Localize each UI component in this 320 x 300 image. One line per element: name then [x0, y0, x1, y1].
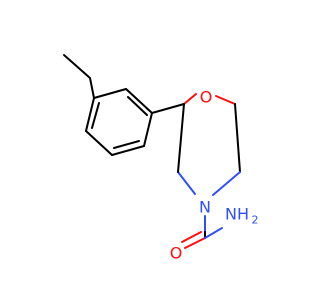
bond-c3-c2 — [177, 103, 185, 173]
atom-label-amide-h-subscript: 2 — [252, 214, 259, 227]
atom-label-amide-nitrogen: NH — [225, 205, 249, 224]
bond-c-o-double-b — [181, 231, 202, 243]
bond-ring-6 — [85, 97, 95, 132]
bond-ethyl-ch3 — [63, 54, 91, 79]
bond-c2-o — [183, 93, 197, 105]
bond-ring-4 — [111, 145, 145, 156]
bond-o-c6 — [215, 95, 236, 105]
atom-label-ring-oxygen: O — [200, 88, 213, 107]
bond-ring-double-3 — [91, 102, 100, 129]
bond-ring-3 — [143, 112, 153, 147]
bond-ring-1 — [93, 88, 127, 99]
bond-ring-2 — [125, 88, 153, 114]
bond-c5-n — [212, 171, 241, 196]
atom-label-ring-nitrogen: N — [199, 198, 211, 217]
bond-ring-5 — [85, 130, 113, 156]
bond-ring-double-2 — [113, 140, 140, 149]
bond-c6-c5 — [234, 103, 241, 173]
bond-c-o-double-a — [184, 237, 206, 249]
bond-aryl-c2 — [151, 103, 185, 114]
bond-n-c3 — [177, 171, 196, 195]
bond-ethyl-ch2 — [89, 77, 95, 99]
atom-label-carbonyl-oxygen: O — [170, 244, 183, 263]
bond-c-nh2 — [204, 227, 223, 239]
molecule-structure: O N O NH 2 — [63, 54, 259, 263]
bond-ring-double-1 — [127, 96, 148, 116]
